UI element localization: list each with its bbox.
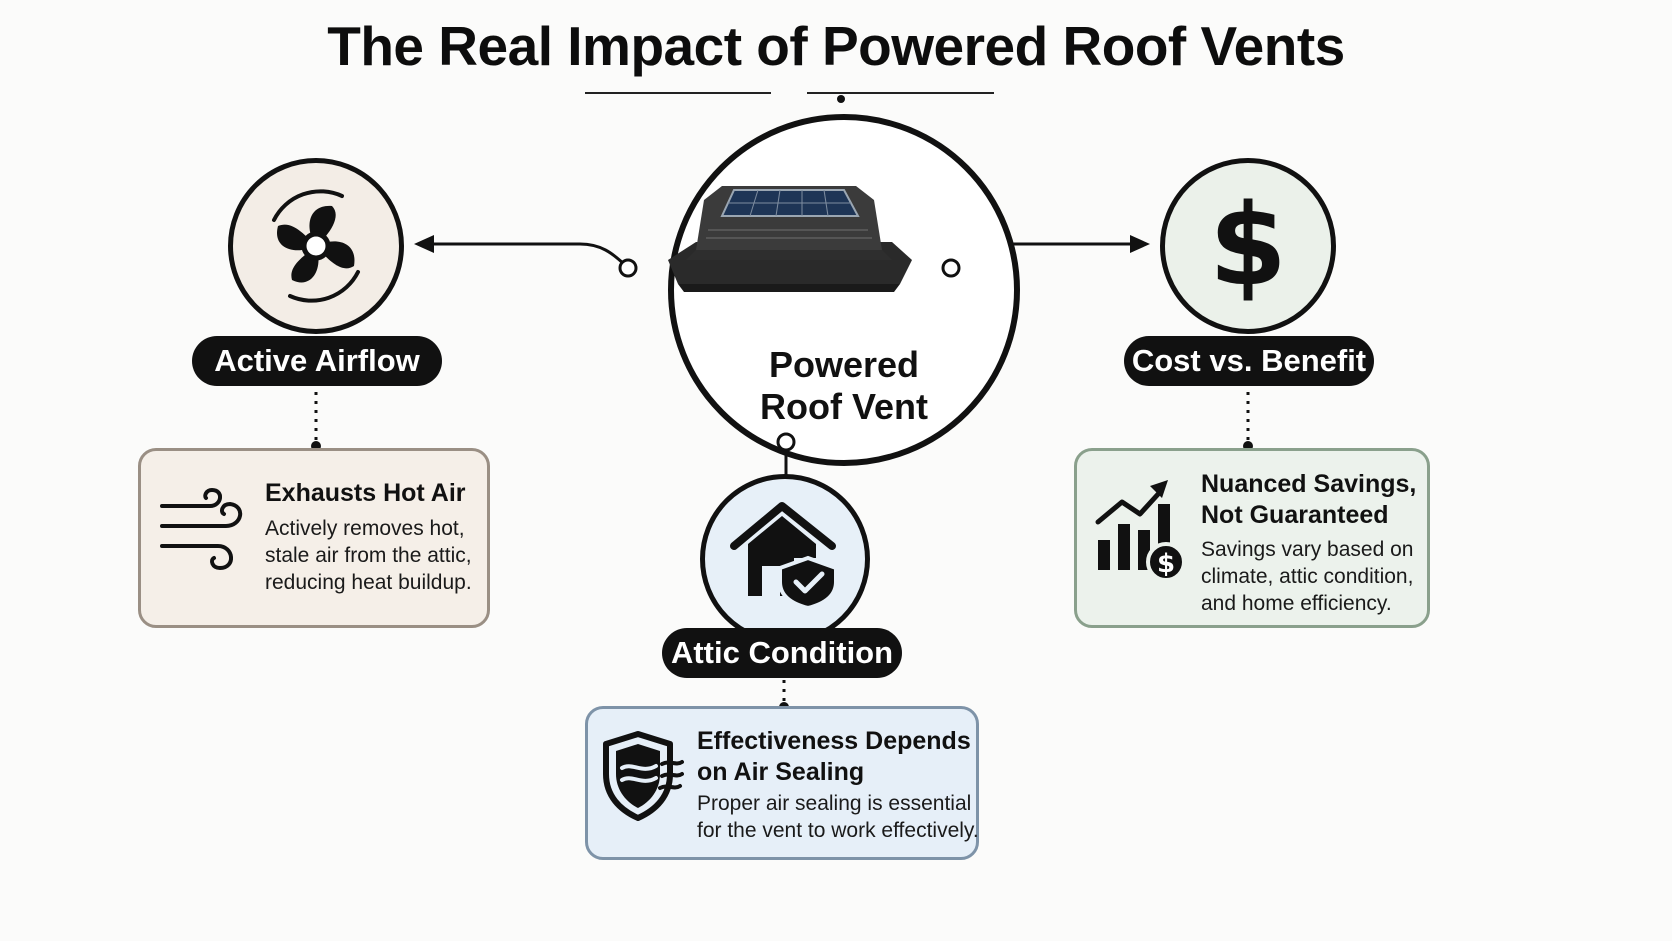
growth-chart-dollar-icon: $	[1095, 480, 1186, 582]
wind-icon	[160, 487, 242, 571]
attic-card-title-line2: on Air Sealing	[697, 758, 865, 786]
solar-roof-vent-icon	[668, 186, 912, 292]
center-node-label: Powered Roof Vent	[668, 344, 1020, 428]
airflow-card-text: Actively removes hot, stale air from the…	[265, 515, 472, 596]
attic-card	[585, 706, 979, 860]
svg-text:$: $	[1209, 186, 1287, 306]
center-label-line2: Roof Vent	[760, 386, 928, 427]
house-shield-icon	[730, 502, 838, 610]
attic-card-text: Proper air sealing is essential for the …	[697, 790, 979, 844]
airflow-card-text-line1: Actively removes hot,	[265, 517, 465, 540]
cost-label-pill: Cost vs. Benefit	[1124, 336, 1374, 386]
airflow-card-text-line2: stale air from the attic,	[265, 544, 472, 567]
shield-airflow-icon	[603, 731, 684, 821]
center-label-line1: Powered	[768, 344, 920, 385]
title-divider-left	[585, 92, 771, 94]
svg-text:$: $	[1157, 549, 1175, 579]
airflow-label-pill: Active Airflow	[192, 336, 442, 386]
cost-card-title: Nuanced Savings, Not Guaranteed	[1201, 469, 1416, 531]
cost-card-text-line2: climate, attic condition,	[1201, 565, 1414, 588]
page-title: The Real Impact of Powered Roof Vents	[327, 15, 1345, 77]
attic-card-text-line2: for the vent to work effectively.	[697, 819, 979, 842]
cost-card-text: Savings vary based on climate, attic con…	[1201, 536, 1413, 617]
attic-card-title: Effectiveness Depends on Air Sealing	[697, 726, 971, 788]
cost-card	[1074, 448, 1430, 628]
title-divider-dot	[837, 95, 845, 103]
attic-label-pill: Attic Condition	[662, 628, 902, 678]
cost-card-title-line1: Nuanced Savings,	[1201, 470, 1417, 498]
airflow-card-title: Exhausts Hot Air	[265, 479, 466, 507]
airflow-card-text-line3: reducing heat buildup.	[265, 571, 472, 594]
attic-card-text-line1: Proper air sealing is essential	[697, 792, 972, 815]
cost-node-circle	[1160, 158, 1336, 334]
airflow-card	[138, 448, 490, 628]
dollar-icon: $	[1209, 186, 1287, 306]
cost-card-text-line1: Savings vary based on	[1201, 538, 1414, 561]
cost-card-text-line3: and home efficiency.	[1201, 592, 1392, 615]
title-divider-right	[807, 92, 994, 94]
cost-card-title-line2: Not Guaranteed	[1201, 501, 1389, 529]
fan-icon	[272, 189, 360, 303]
attic-card-title-line1: Effectiveness Depends	[697, 727, 971, 755]
